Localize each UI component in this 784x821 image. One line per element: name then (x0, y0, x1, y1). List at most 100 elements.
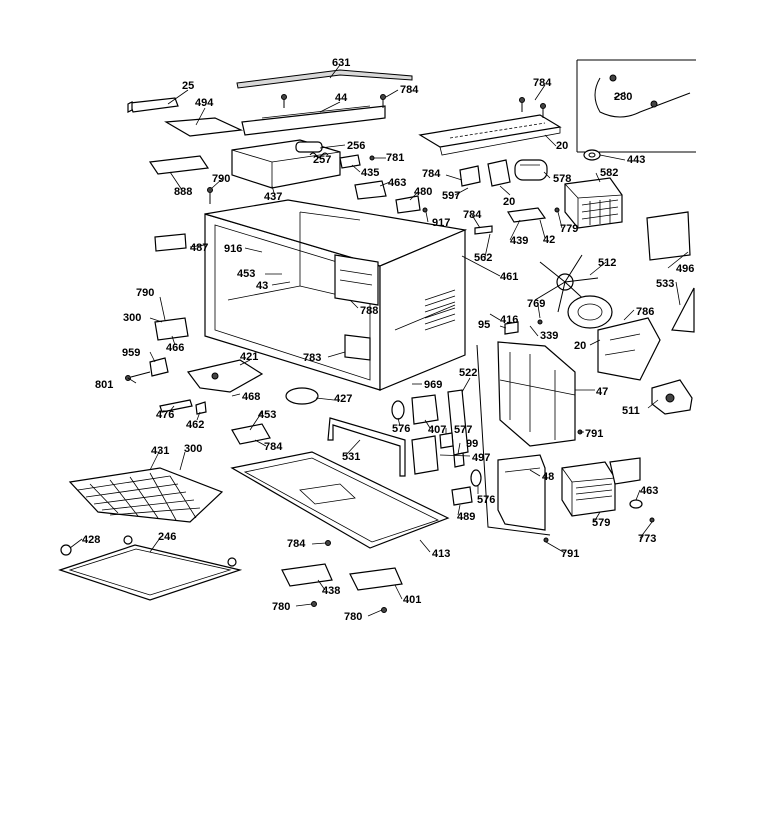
label-917: 917 (432, 217, 450, 229)
label-631: 631 (332, 57, 350, 69)
screw-801 (125, 371, 151, 381)
label-466: 466 (166, 342, 184, 354)
label-300a: 300 (123, 312, 141, 324)
label-25: 25 (182, 80, 194, 92)
holder-489 (451, 486, 473, 506)
label-790b: 790 (136, 287, 154, 299)
label-784c: 784 (422, 168, 441, 180)
label-781: 781 (386, 152, 404, 164)
label-788: 788 (360, 305, 378, 317)
label-280: 280 (614, 91, 632, 103)
glass-tray-246 (58, 544, 243, 601)
capacitor-256 (295, 141, 323, 153)
screw-773 (649, 517, 655, 523)
label-463b: 463 (640, 485, 658, 497)
hinge-466 (154, 317, 189, 341)
label-916: 916 (224, 243, 242, 255)
screw-790a (207, 187, 213, 204)
label-453a: 453 (237, 268, 255, 280)
label-576a: 576 (392, 423, 410, 435)
spring-576b (470, 469, 482, 487)
label-453b: 453 (258, 409, 276, 421)
label-790a: 790 (212, 173, 230, 185)
assembly-outline (476, 344, 551, 536)
inset-box-280 (576, 59, 696, 153)
label-579: 579 (592, 517, 610, 529)
duct-47 (497, 341, 576, 447)
label-582: 582 (600, 167, 618, 179)
switch-480 (395, 195, 421, 214)
screw-780b (381, 607, 387, 613)
foot-428 (60, 544, 72, 556)
screw-779 (554, 207, 560, 213)
label-487: 487 (190, 242, 208, 254)
label-497: 497 (472, 452, 490, 464)
label-413: 413 (432, 548, 450, 560)
label-339: 339 (540, 330, 558, 342)
label-431: 431 (151, 445, 169, 457)
label-462: 462 (186, 419, 204, 431)
board-888 (148, 155, 210, 175)
vent-strip-631 (236, 69, 413, 89)
label-780b: 780 (344, 611, 362, 623)
holder-597 (459, 165, 481, 187)
bracket-453b (231, 423, 271, 445)
bracket-476 (159, 399, 193, 413)
label-533: 533 (656, 278, 674, 290)
label-786: 786 (636, 306, 654, 318)
clip-99 (453, 452, 465, 468)
switch-463a (354, 180, 387, 200)
washer-443 (583, 149, 601, 161)
label-784b: 784 (533, 77, 552, 89)
screw-784a (281, 94, 287, 108)
label-300b: 300 (184, 443, 202, 455)
label-48: 48 (542, 471, 554, 483)
cabinet-main (204, 199, 468, 391)
label-511: 511 (622, 405, 640, 417)
label-437: 437 (264, 191, 282, 203)
label-562: 562 (474, 252, 492, 264)
label-401: 401 (403, 594, 421, 606)
label-784e: 784 (264, 441, 283, 453)
label-959: 959 (122, 347, 140, 359)
capacitor-578 (514, 159, 548, 181)
tray-413 (230, 451, 450, 549)
interlock-497 (411, 435, 439, 475)
plate-421 (186, 359, 264, 393)
label-20b: 20 (503, 196, 515, 208)
label-463a: 463 (388, 177, 406, 189)
spring-257 (309, 152, 329, 158)
waveguide-48 (497, 454, 546, 531)
bracket-435 (339, 154, 375, 169)
label-438: 438 (322, 585, 340, 597)
label-407: 407 (428, 424, 446, 436)
bracket-439 (507, 207, 547, 223)
fan-motor-disk (567, 295, 613, 329)
label-773: 773 (638, 533, 656, 545)
motor-511 (651, 379, 693, 415)
label-416: 416 (500, 314, 518, 326)
label-801: 801 (95, 379, 113, 391)
label-496: 496 (676, 263, 694, 275)
label-443: 443 (627, 154, 645, 166)
thermostat-463b (629, 499, 643, 509)
switch-407 (411, 394, 439, 425)
switch-577 (439, 432, 454, 449)
cover-487 (154, 233, 187, 252)
screw-780a (311, 601, 317, 607)
label-597: 597 (442, 190, 460, 202)
label-578: 578 (553, 173, 571, 185)
label-99: 99 (466, 438, 478, 450)
bracket-25 (127, 97, 179, 113)
label-512: 512 (598, 257, 616, 269)
label-20a: 20 (556, 140, 568, 152)
screw-769 (537, 319, 543, 325)
label-435: 435 (361, 167, 379, 179)
label-439: 439 (510, 235, 528, 247)
magnetron-579 (561, 457, 641, 517)
label-784a: 784 (400, 84, 419, 96)
latch-959 (149, 357, 169, 377)
label-783: 783 (303, 352, 321, 364)
label-427: 427 (334, 393, 352, 405)
